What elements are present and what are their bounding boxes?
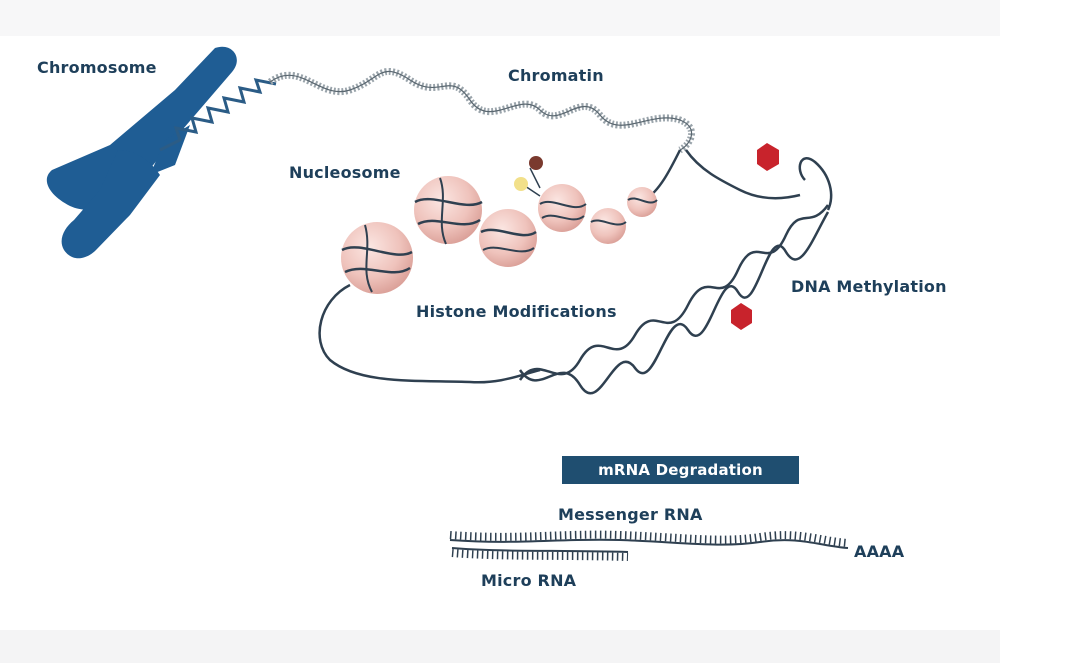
nucleosome-beads <box>341 176 658 294</box>
nucleosome-label: Nucleosome <box>289 163 401 182</box>
nucleosome <box>341 222 413 294</box>
dna-double-helix <box>518 149 833 395</box>
nucleosome <box>414 176 483 245</box>
bottom-margin-band <box>0 630 1000 663</box>
methylation-marks <box>731 143 779 330</box>
chromosome-shape <box>46 46 237 259</box>
mrna-degradation-badge: mRNA Degradation <box>562 456 799 484</box>
histone-marks <box>514 156 543 197</box>
histone-modifications-label: Histone Modifications <box>416 302 617 321</box>
dna-loop <box>318 283 541 384</box>
micro-rna-strand <box>451 547 629 561</box>
chromatin-label: Chromatin <box>508 66 604 85</box>
poly-a-tail-label: AAAA <box>854 542 905 561</box>
nucleosome <box>590 208 627 244</box>
chromosome-label: Chromosome <box>37 58 157 77</box>
top-margin-band <box>0 0 1000 36</box>
nucleosome <box>479 209 537 267</box>
chromatin-fiber <box>267 67 695 154</box>
nucleosome <box>538 184 587 232</box>
messenger-rna-strand <box>449 530 849 549</box>
chromosome-coil <box>159 78 277 152</box>
dna-methylation-label: DNA Methylation <box>791 277 947 296</box>
nucleosome <box>627 187 658 217</box>
micro-rna-label: Micro RNA <box>481 571 577 590</box>
messenger-rna-label: Messenger RNA <box>558 505 703 524</box>
